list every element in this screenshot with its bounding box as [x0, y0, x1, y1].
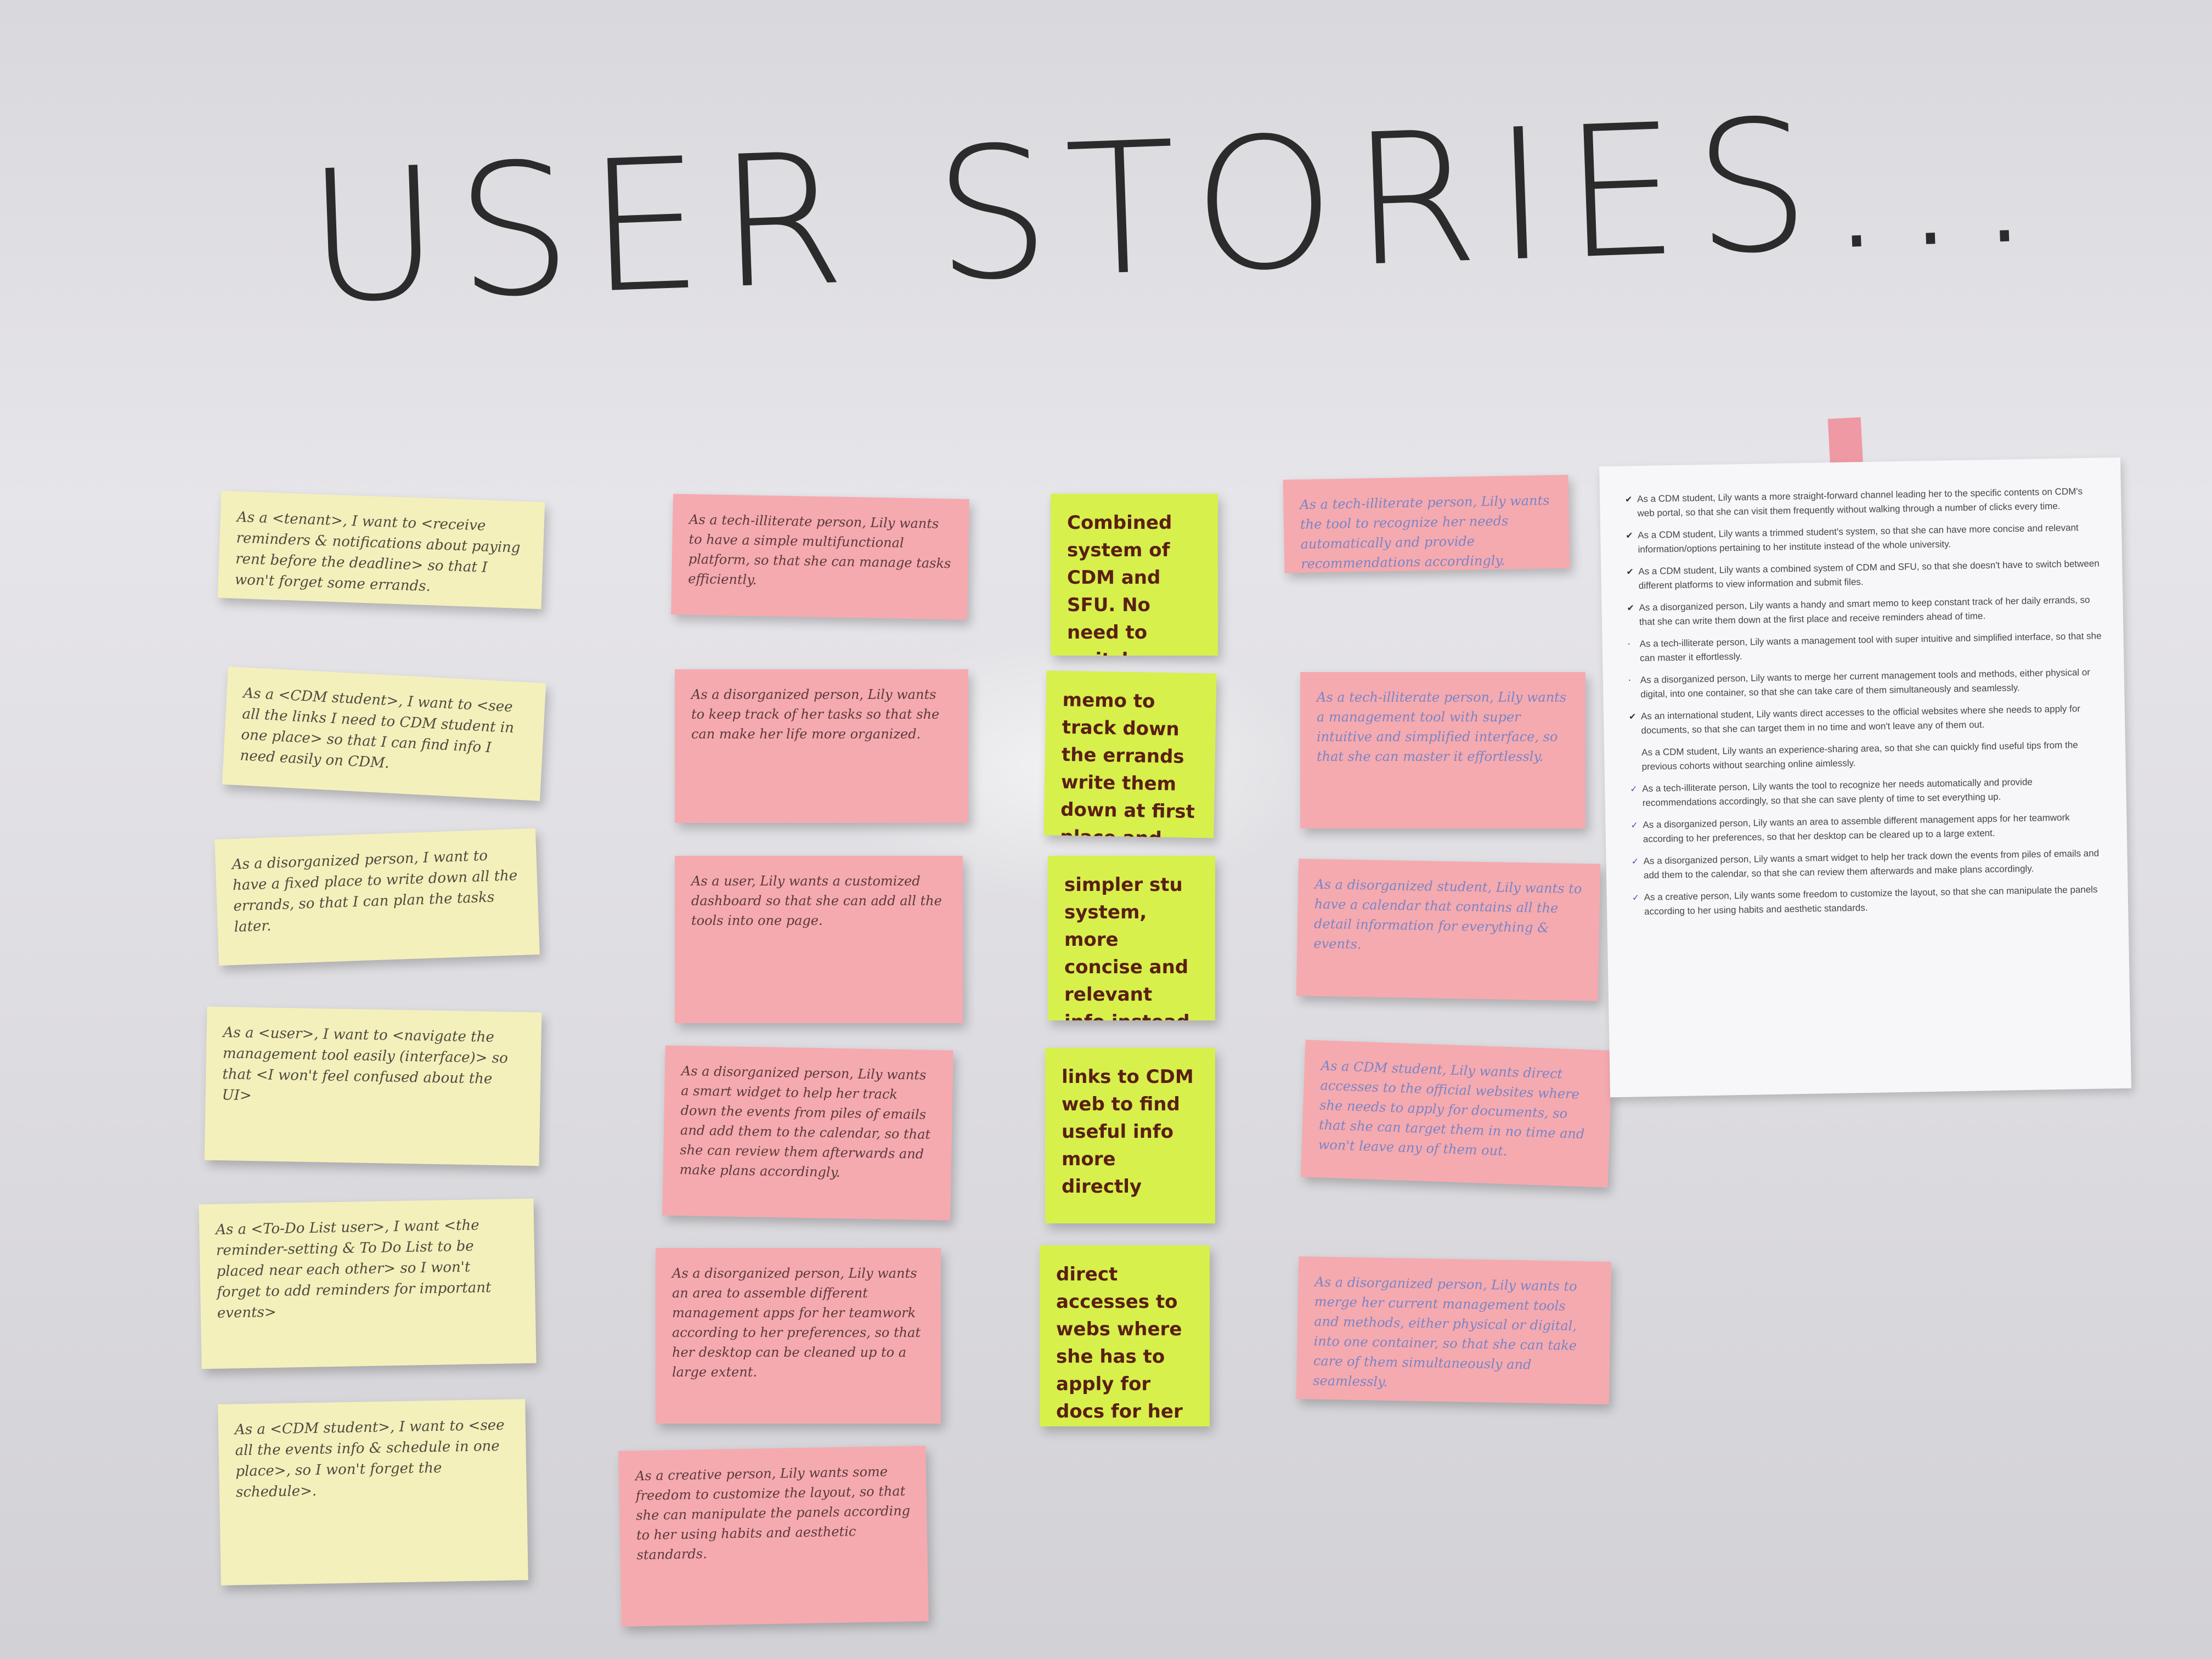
note-text: As a tech-illiterate person, Lily wants … [1300, 493, 1550, 572]
sticky-note-pink: As a CDM student, Lily wants direct acce… [1300, 1040, 1613, 1188]
printed-story-item: ✔ As a CDM student, Lily wants a more str… [1625, 484, 2100, 521]
note-text: As a creative person, Lily wants some fr… [635, 1464, 911, 1563]
printed-story-item: ✔As an international student, Lily wants… [1629, 701, 2103, 738]
checkmark-icon: ✔ [1626, 530, 1633, 541]
printed-story-text: As a disorganized person, Lily wants an … [1643, 812, 2070, 845]
note-text: As a <CDM student>, I want to <see all t… [239, 685, 515, 772]
printed-story-text: As a CDM student, Lily wants a combined … [1638, 558, 2100, 591]
sticky-note-pink: As a creative person, Lily wants some fr… [618, 1446, 929, 1627]
sticky-note-yellow: As a <CDM student>, I want to <see all t… [218, 1399, 528, 1585]
sticky-note-green: memo to track down the errands write the… [1043, 670, 1217, 838]
note-text: As a disorganized student, Lily wants to… [1313, 876, 1582, 952]
sticky-note-green: Combined system of CDM and SFU. No need … [1051, 494, 1218, 656]
printed-user-stories-sheet: ✔ As a CDM student, Lily wants a more str… [1599, 457, 2131, 1098]
sticky-note-yellow: As a <CDM student>, I want to <see all t… [222, 666, 546, 802]
printed-story-text: As a CDM student, Lily wants an experien… [1641, 740, 2078, 772]
checkmark-icon: · [1627, 639, 1630, 650]
note-text: simpler stu system, more concise and rel… [1064, 874, 1190, 1020]
printed-story-item: ✔ As a CDM student, Lily wants a combined… [1626, 556, 2101, 593]
sticky-note-pink: As a tech-illiterate person, Lily wants … [1283, 475, 1570, 573]
note-text: As a tech-illiterate person, Lily wants … [1317, 690, 1567, 764]
sticky-note-yellow: As a <user>, I want to <navigate the man… [204, 1006, 542, 1166]
printed-story-item: · As a disorganized person, Lily wants to… [1628, 665, 2103, 702]
checkmark-icon: ✓ [1632, 892, 1640, 903]
checkmark-icon: ✓ [1630, 783, 1638, 794]
checkmark-icon: ✔ [1626, 566, 1634, 577]
note-text: Combined system of CDM and SFU. No need … [1067, 512, 1172, 656]
sticky-note-yellow: As a disorganized person, I want to have… [215, 828, 540, 966]
sticky-note-pink: As a tech-illiterate person, Lily wants … [671, 494, 969, 620]
note-text: As a user, Lily wants a customized dashb… [691, 873, 942, 928]
printed-story-item: ✔ As a disorganized person, Lily wants a … [1627, 592, 2101, 629]
sticky-note-green: links to CDM web to find useful info mor… [1045, 1048, 1215, 1223]
printed-story-item: As a CDM student, Lily wants an experien… [1629, 737, 2104, 774]
note-text: As a disorganized person, I want to have… [232, 847, 518, 936]
sticky-note-yellow: As a <tenant>, I want to <receive remind… [217, 490, 545, 610]
note-text: direct accesses to webs where she has to… [1056, 1263, 1183, 1423]
printed-story-item: · As a tech-illiterate person, Lily wants… [1627, 629, 2102, 665]
note-text: links to CDM web to find useful info mor… [1062, 1066, 1194, 1198]
printed-story-item: ✔ As a CDM student, Lily wants a trimmed … [1626, 520, 2100, 557]
note-text: As a disorganized person, Lily wants an … [672, 1266, 921, 1380]
printed-story-item: ✓ As a disorganized person, Lily wants an… [1630, 810, 2105, 847]
sticky-note-green: simpler stu system, more concise and rel… [1048, 856, 1215, 1020]
checkmark-icon: ✔ [1627, 602, 1635, 613]
checkmark-icon: ✓ [1630, 820, 1639, 831]
printed-story-item: ✓ As a creative person, Lily wants some f… [1632, 882, 2107, 919]
printed-story-text: As a CDM student, Lily wants a more stra… [1637, 486, 2083, 519]
checkmark-icon: ✓ [1631, 856, 1639, 867]
checkmark-icon: ✔ [1628, 711, 1637, 722]
story-list: ✔ As a CDM student, Lily wants a more str… [1625, 484, 2106, 919]
sticky-note-pink: As a disorganized student, Lily wants to… [1296, 859, 1601, 1001]
printed-story-text: As a disorganized person, Lily wants to … [1640, 667, 2091, 700]
note-text: memo to track down the errands write the… [1059, 689, 1195, 838]
sticky-note-pink: As a disorganized person, Lily wants an … [656, 1248, 941, 1424]
note-text: As a disorganized person, Lily wants to … [1313, 1274, 1577, 1390]
sticky-note-pink: As a disorganized person, Lily wants to … [675, 669, 968, 823]
note-text: As a disorganized person, Lily wants a s… [679, 1063, 931, 1181]
sticky-note-pink: As a user, Lily wants a customized dashb… [675, 856, 963, 1023]
sticky-note-pink: As a disorganized person, Lily wants a s… [662, 1045, 953, 1221]
printed-story-text: As a creative person, Lily wants some fr… [1644, 884, 2098, 917]
sticky-note-pink: As a tech-illiterate person, Lily wants … [1300, 672, 1585, 828]
note-text: As a <CDM student>, I want to <see all t… [234, 1417, 505, 1501]
printed-story-text: As a tech-illiterate person, Lily wants … [1639, 630, 2102, 664]
sticky-note-green: direct accesses to webs where she has to… [1040, 1245, 1210, 1426]
printed-story-text: As a disorganized person, Lily wants a h… [1639, 594, 2090, 628]
printed-story-text: As a tech-illiterate person, Lily wants … [1642, 776, 2033, 809]
note-text: As a <tenant>, I want to <receive remind… [234, 509, 521, 595]
note-text: As a disorganized person, Lily wants to … [691, 687, 940, 742]
board-title: USER STORIES... [304, 72, 2052, 343]
checkmark-icon: · [1628, 675, 1632, 686]
note-text: As a tech-illiterate person, Lily wants … [688, 511, 951, 588]
printed-story-text: As a disorganized person, Lily wants a s… [1643, 848, 2100, 881]
printed-story-item: ✓ As a tech-illiterate person, Lily wants… [1630, 774, 2104, 810]
note-text: As a CDM student, Lily wants direct acce… [1318, 1058, 1585, 1159]
note-text: As a <To-Do List user>, I want <the remi… [215, 1217, 492, 1322]
sticky-note-pink: As a disorganized person, Lily wants to … [1296, 1256, 1612, 1404]
note-text: As a <user>, I want to <navigate the man… [222, 1024, 508, 1104]
checkmark-icon: ✔ [1624, 494, 1633, 505]
sticky-note-yellow: As a <To-Do List user>, I want <the remi… [199, 1198, 537, 1369]
printed-story-text: As an international student, Lily wants … [1640, 703, 2081, 736]
printed-story-item: ✓ As a disorganized person, Lily wants a … [1631, 846, 2106, 883]
printed-story-text: As a CDM student, Lily wants a trimmed s… [1638, 522, 2079, 555]
